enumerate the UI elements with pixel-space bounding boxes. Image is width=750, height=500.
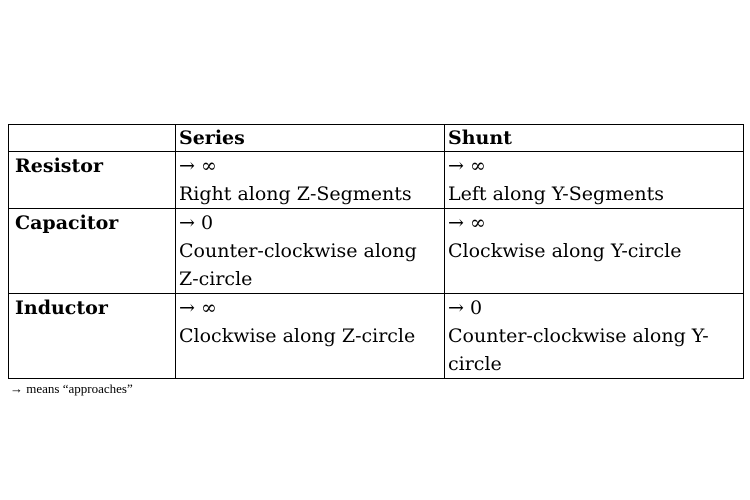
arrow-footnote: → means “approaches”: [10, 381, 133, 396]
direction-text: Right along Z-Segments: [179, 183, 412, 205]
table-row: Capacitor → 0 Counter-clockwise along Z-…: [8, 208, 744, 294]
component-behavior-table: Series Shunt Resistor → ∞ Right along Z-…: [8, 124, 744, 379]
cell-resistor-shunt: → ∞ Left along Y-Segments: [444, 151, 744, 209]
limit-value: → ∞: [179, 297, 217, 319]
row-label-resistor: Resistor: [8, 151, 176, 209]
header-empty-cell: [8, 124, 176, 152]
direction-text: Counter-clockwise along Z-circle: [179, 240, 417, 290]
header-shunt: Shunt: [444, 124, 744, 152]
limit-value: → 0: [179, 212, 214, 234]
cell-inductor-series: → ∞ Clockwise along Z-circle: [175, 293, 445, 379]
limit-value: → ∞: [179, 155, 217, 177]
direction-text: Counter-clockwise along Y-circle: [448, 325, 709, 375]
cell-capacitor-series: → 0 Counter-clockwise along Z-circle: [175, 208, 445, 294]
row-label-inductor: Inductor: [8, 293, 176, 379]
direction-text: Clockwise along Z-circle: [179, 325, 416, 347]
row-label-capacitor: Capacitor: [8, 208, 176, 294]
limit-value: → 0: [448, 297, 483, 319]
table-row: Resistor → ∞ Right along Z-Segments → ∞ …: [8, 151, 744, 209]
table-row: Inductor → ∞ Clockwise along Z-circle → …: [8, 293, 744, 379]
direction-text: Clockwise along Y-circle: [448, 240, 682, 262]
header-series: Series: [175, 124, 445, 152]
direction-text: Left along Y-Segments: [448, 183, 665, 205]
cell-resistor-series: → ∞ Right along Z-Segments: [175, 151, 445, 209]
cell-inductor-shunt: → 0 Counter-clockwise along Y-circle: [444, 293, 744, 379]
table-header-row: Series Shunt: [8, 124, 744, 152]
limit-value: → ∞: [448, 212, 486, 234]
cell-capacitor-shunt: → ∞ Clockwise along Y-circle: [444, 208, 744, 294]
limit-value: → ∞: [448, 155, 486, 177]
